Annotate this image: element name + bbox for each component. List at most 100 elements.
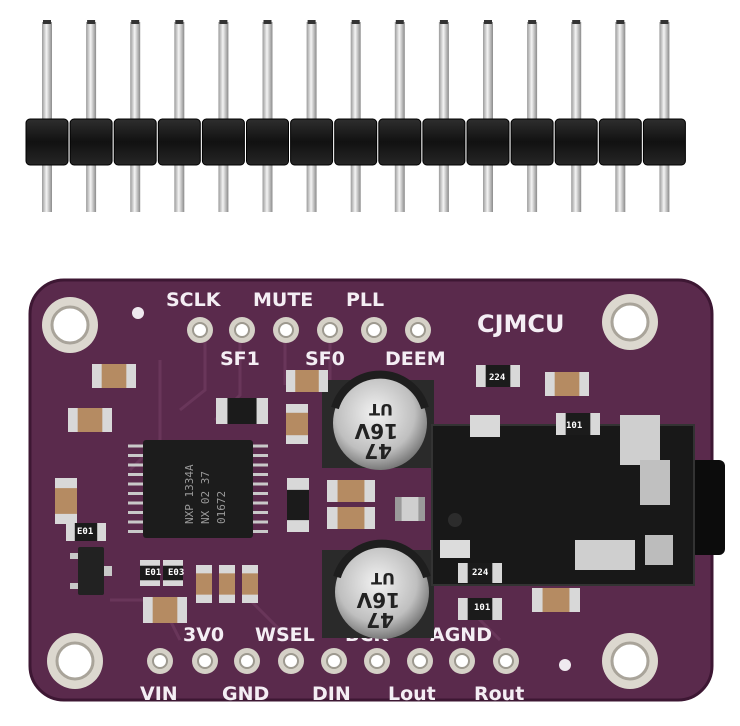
solder-pad	[234, 648, 260, 674]
header-segment	[113, 118, 157, 166]
solder-pad	[321, 648, 347, 674]
bottom-pad-row	[147, 648, 519, 674]
header-pin	[306, 150, 317, 212]
header-pin-tip	[131, 20, 140, 24]
mounting-hole-bottom-left	[47, 633, 103, 689]
header-segment	[510, 118, 554, 166]
cap-bottom-value: 47	[366, 608, 394, 632]
cap-top-voltage: 16V	[354, 419, 398, 443]
solder-pad	[361, 317, 387, 343]
header-pin	[130, 150, 141, 212]
header-pin-tip	[616, 20, 625, 24]
header-pin-tip	[660, 20, 669, 24]
label-mute: MUTE	[253, 289, 313, 311]
header-segment	[246, 118, 289, 166]
capacitor-bottom: 47 16V UT	[322, 539, 434, 639]
header-pin-tip	[395, 20, 404, 24]
solder-pad	[273, 317, 299, 343]
header-segment	[554, 118, 598, 166]
label-lout: Lout	[388, 683, 436, 705]
mounting-hole-bottom-right	[602, 633, 658, 689]
header-segment	[290, 118, 334, 166]
header-pin	[527, 22, 538, 132]
smd-part	[545, 372, 589, 396]
chip-marking-2: NX 02 37	[199, 471, 212, 524]
header-pin	[218, 22, 229, 132]
solder-pad	[317, 317, 343, 343]
audio-jack	[431, 415, 725, 586]
header-pin-tip	[351, 20, 360, 24]
header-pin	[86, 150, 97, 212]
smd-part	[458, 598, 502, 620]
smd-part	[196, 565, 212, 603]
mounting-hole-top-right	[602, 294, 658, 350]
cap-top-value: 47	[364, 439, 392, 463]
header-pin	[438, 150, 449, 212]
header-pin	[571, 22, 582, 132]
cap-top-series: UT	[369, 400, 393, 419]
header-segment	[466, 118, 510, 166]
header-pin	[571, 150, 582, 212]
header-pin	[659, 150, 670, 212]
header-pin-tip	[219, 20, 228, 24]
header-segment	[378, 118, 422, 166]
header-pin	[42, 22, 52, 132]
label-sf0: SF0	[305, 348, 345, 370]
smd-components	[55, 364, 600, 623]
smd-part	[140, 560, 160, 586]
top-pad-row	[187, 317, 431, 343]
smd-part	[143, 597, 187, 623]
resistor-code: E01	[145, 568, 161, 578]
header-pin	[174, 150, 185, 212]
header-segment	[201, 118, 245, 166]
label-3v0: 3V0	[183, 624, 224, 646]
cap-bottom-voltage: 16V	[356, 588, 400, 612]
resistor-code: 224	[489, 373, 506, 383]
header-pin	[262, 22, 273, 132]
smd-part	[327, 507, 375, 529]
label-vin: VIN	[140, 683, 178, 705]
header-pin-tip	[528, 20, 537, 24]
brand-label: CJMCU	[477, 310, 565, 338]
header-pin-tip	[484, 20, 492, 24]
solder-pad	[493, 648, 519, 674]
label-sf1: SF1	[220, 348, 260, 370]
smd-part	[476, 365, 520, 387]
smd-part	[242, 565, 258, 603]
header-segment	[157, 118, 201, 166]
smd-part	[68, 408, 112, 432]
label-sclk: SCLK	[166, 289, 222, 311]
header-pin	[218, 150, 229, 212]
solder-pad	[192, 648, 218, 674]
header-pin-tip	[87, 20, 96, 24]
capacitor-top: 47 16V UT	[322, 370, 434, 470]
solder-pad	[147, 648, 173, 674]
cap-bottom-series: UT	[371, 569, 395, 588]
label-gnd: GND	[222, 683, 269, 705]
smd-part	[458, 563, 502, 583]
smd-part	[286, 404, 308, 444]
header-pin	[306, 22, 317, 132]
solder-pad	[278, 648, 304, 674]
header-pin-tip	[307, 20, 316, 24]
smd-part	[532, 588, 580, 612]
chip-marking-1: NXP 1334A	[183, 464, 196, 524]
solder-pad	[364, 648, 390, 674]
header-pin	[527, 150, 538, 212]
header-pin	[42, 150, 52, 212]
header-pin-tip	[572, 20, 581, 24]
label-rout: Rout	[474, 683, 524, 705]
label-din: DIN	[312, 683, 351, 705]
smd-part	[163, 560, 183, 586]
header-pin	[615, 22, 626, 132]
solder-pad	[407, 648, 433, 674]
header-segment	[598, 118, 642, 166]
header-segment	[334, 118, 378, 166]
header-pin	[483, 22, 493, 132]
header-pin	[350, 22, 361, 132]
smd-part	[286, 370, 328, 392]
header-pin	[615, 150, 626, 212]
header-pin-tip	[175, 20, 184, 24]
solder-pad	[229, 317, 255, 343]
